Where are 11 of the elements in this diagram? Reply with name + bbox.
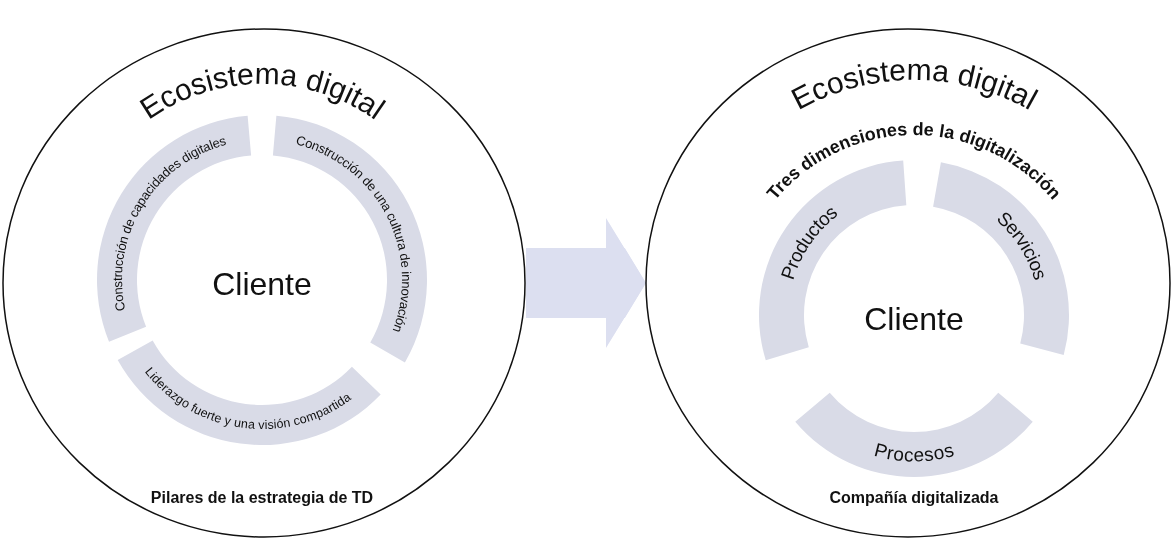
heading: Ecosistema digital: [785, 52, 1043, 116]
ecosystem-ellipse: [2, 28, 526, 538]
segment-label: Procesos: [872, 438, 956, 466]
center-label: Cliente: [864, 303, 964, 335]
caption-label: Compañía digitalizada: [829, 490, 999, 506]
ecosystem-ellipse: [645, 28, 1171, 538]
ring-segment: [795, 392, 1033, 477]
caption-label: Pilares de la estrategia de TD: [150, 490, 374, 506]
center-label: Cliente: [212, 268, 312, 300]
arrow: [526, 218, 646, 348]
ring-segment: [117, 340, 381, 445]
